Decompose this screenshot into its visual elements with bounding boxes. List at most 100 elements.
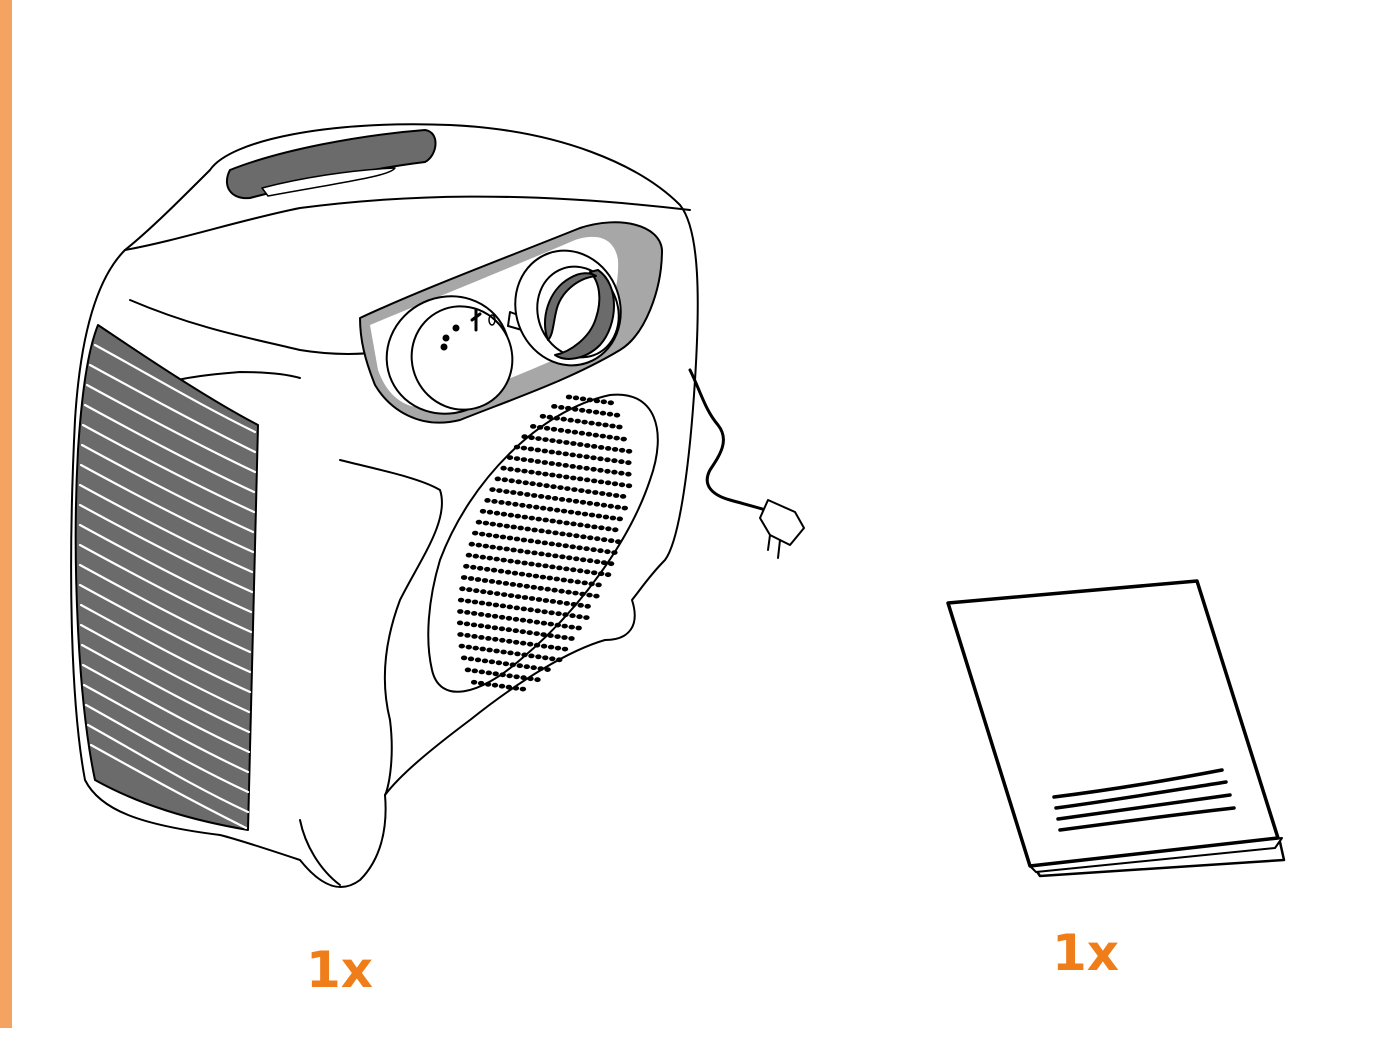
grille-hole [580,534,587,540]
grille-hole [467,576,475,581]
grille-hole [471,634,478,639]
grille-hole [503,546,510,552]
grille-hole [472,553,479,559]
grille-hole [562,612,569,618]
grille-hole [485,670,492,676]
grille-hole [474,657,482,663]
grille-hole [457,632,464,637]
grille-hole [556,600,564,605]
grille-hole [460,655,468,661]
grille-hole [572,406,579,412]
grille-hole [563,520,570,526]
grille-hole [510,547,517,553]
grille-hole [507,650,514,656]
grille-hole [557,427,565,433]
grille-hole [516,582,523,588]
grille-hole [620,436,627,442]
grille-hole [618,470,625,476]
grille-hole [520,445,528,451]
grille-hole [558,405,565,410]
grille-hole [481,658,489,664]
fan-heater-icon [70,123,805,889]
grille-hole [625,483,633,489]
grille-hole [554,622,561,628]
grille-hole [513,605,520,611]
grille-hole [552,553,559,559]
grille-hole [456,620,464,626]
grille-hole [513,456,521,461]
grille-hole [542,563,549,569]
grille-hole [530,665,537,671]
grille-hole [491,625,499,631]
grille-hole [527,641,534,647]
grille-hole [511,570,519,576]
grille-hole [500,649,507,655]
grille-hole [579,396,587,402]
grille-hole [541,460,548,465]
grille-hole [535,562,542,568]
grille-hole [565,394,573,400]
grille-hole [501,477,508,483]
grille-hole [524,549,531,555]
grille-hole [544,667,551,672]
grille-hole [607,503,614,509]
grille-hole [486,647,493,653]
grille-hole [550,484,557,490]
grille-hole [577,522,584,528]
grille-hole [537,585,544,591]
grille-hole [592,409,600,415]
grille-hole [598,571,605,577]
grille-hole [500,465,507,471]
grille-hole [478,669,485,675]
grille-hole [472,530,479,536]
grille-hole [570,521,577,527]
grille-hole [510,524,517,530]
grille-hole [585,431,593,437]
grille-hole [618,482,626,488]
grille-hole [563,601,570,606]
grille-hole [566,555,573,561]
grille-hole [475,542,482,548]
grille-hole [618,447,626,453]
grille-hole [507,466,514,472]
grille-hole [568,636,575,641]
grille-hole [609,423,616,429]
grille-hole [593,501,601,507]
grille-hole [588,581,595,587]
grille-hole [546,414,553,420]
grille-hole [578,488,585,493]
grille-hole [569,613,576,619]
grille-hole [479,531,486,537]
grille-hole [576,465,583,470]
grille-hole [495,660,503,666]
grille-hole [534,459,541,464]
grille-hole [563,566,570,572]
grille-hole [562,543,569,549]
grille-hole [521,595,529,600]
grille-hole [613,412,621,418]
grille-hole [565,405,572,411]
grille-hole [513,674,520,680]
grille-hole [591,478,598,484]
grille-hole [496,488,503,493]
grille-hole [504,569,512,575]
grille-hole [488,659,496,665]
grille-hole [574,579,581,585]
grille-hole [549,599,557,604]
grille-hole [621,505,628,511]
grille-hole [543,483,550,489]
grille-hole [545,552,552,558]
grille-hole [520,675,527,681]
grille-hole [467,656,475,662]
grille-hole [500,557,507,563]
grille-hole [528,561,535,567]
grille-hole [534,447,541,453]
grille-hole [482,543,489,549]
grille-hole [550,426,558,432]
grille-hole [556,657,563,663]
grille-hole [583,546,590,552]
grille-hole [489,487,496,492]
grille-hole [459,586,466,592]
grille-hole [478,600,486,606]
grille-hole [575,625,582,631]
